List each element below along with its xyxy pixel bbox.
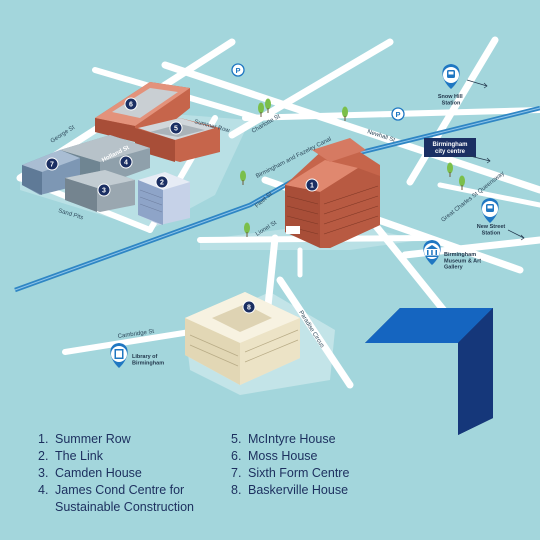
label-sand-pits: Sand Pits bbox=[57, 208, 83, 221]
road-charlotte-st bbox=[228, 38, 394, 139]
marker-8[interactable]: 8 bbox=[242, 300, 256, 314]
snow-hill-station-marker[interactable]: Snow Hill Station bbox=[438, 64, 464, 106]
road-east-2 bbox=[437, 182, 540, 208]
road-paradise-circus bbox=[276, 276, 354, 389]
svg-text:1: 1 bbox=[310, 183, 314, 190]
train-icon bbox=[447, 70, 455, 78]
snow-hill-label: Snow Hill bbox=[438, 94, 463, 100]
legend-item: 8. Baskerville House bbox=[231, 482, 421, 499]
legend-item: 4. James Cond Centre for Sustainable Cons… bbox=[38, 482, 228, 516]
road-snow-hill bbox=[406, 36, 499, 186]
svg-text:4: 4 bbox=[124, 160, 128, 167]
building-baskerville-house[interactable] bbox=[185, 292, 300, 385]
marker-5[interactable]: 5 bbox=[169, 121, 183, 135]
svg-text:Snow Hill Station: Snow Hill Station bbox=[438, 94, 464, 106]
museum-icon bbox=[426, 245, 438, 257]
marker-4[interactable]: 4 bbox=[119, 155, 133, 169]
legend-name: Camden House bbox=[55, 466, 142, 480]
brand-logo-shape bbox=[365, 308, 493, 435]
svg-text:P: P bbox=[395, 110, 400, 119]
tree-icon bbox=[342, 106, 348, 121]
building-mcintyre-house[interactable] bbox=[135, 118, 220, 162]
legend-num: 2. bbox=[38, 449, 49, 463]
svg-text:P: P bbox=[235, 66, 240, 75]
legend-column-2: 5. McIntyre House 6. Moss House 7. Sixth Fo… bbox=[231, 431, 421, 499]
legend-item: 1. Summer Row bbox=[38, 431, 228, 448]
svg-text:2: 2 bbox=[160, 180, 164, 187]
legend-name: The Link bbox=[55, 449, 103, 463]
svg-text:3: 3 bbox=[102, 188, 106, 195]
svg-text:5: 5 bbox=[174, 126, 178, 133]
legend-name: McIntyre House bbox=[248, 432, 336, 446]
marker-3[interactable]: 3 bbox=[97, 183, 111, 197]
sign-panel bbox=[286, 226, 300, 234]
legend-name: Summer Row bbox=[55, 432, 131, 446]
legend-name: Moss House bbox=[248, 449, 318, 463]
legend-num: 4. bbox=[38, 483, 49, 497]
marker-2[interactable]: 2 bbox=[155, 175, 169, 189]
train-icon bbox=[486, 204, 494, 212]
tree-icon bbox=[265, 98, 271, 113]
label-cambridge-st: Cambridge St bbox=[117, 329, 154, 340]
legend-name: James Cond Centre for Sustainable Constr… bbox=[55, 483, 194, 514]
legend-column-1: 1. Summer Row 2. The Link 3. Camden House 4… bbox=[38, 431, 228, 516]
svg-text:7: 7 bbox=[50, 162, 54, 169]
road-cambridge-st bbox=[62, 329, 193, 355]
legend-num: 3. bbox=[38, 466, 49, 480]
legend-item: 7. Sixth Form Centre bbox=[231, 465, 421, 482]
svg-text:8: 8 bbox=[247, 305, 251, 312]
legend-num: 8. bbox=[231, 483, 242, 497]
tree-icon bbox=[459, 175, 465, 190]
legend-item: 3. Camden House bbox=[38, 465, 228, 482]
tree-icon bbox=[240, 170, 246, 185]
legend-num: 1. bbox=[38, 432, 49, 446]
legend-num: 7. bbox=[231, 466, 242, 480]
building-markers: 1 2 3 4 5 6 7 8 bbox=[45, 97, 319, 314]
svg-text:6: 6 bbox=[129, 102, 133, 109]
legend-name: Baskerville House bbox=[248, 483, 349, 497]
marker-6[interactable]: 6 bbox=[124, 97, 138, 111]
legend-item: 6. Moss House bbox=[231, 448, 421, 465]
legend-num: 5. bbox=[231, 432, 242, 446]
legend-item: 5. McIntyre House bbox=[231, 431, 421, 448]
marker-7[interactable]: 7 bbox=[45, 157, 59, 171]
legend-num: 6. bbox=[231, 449, 242, 463]
tree-icon bbox=[244, 222, 250, 237]
tree-icon bbox=[447, 162, 453, 177]
tree-icon bbox=[258, 102, 264, 117]
parking-icon: P bbox=[231, 63, 245, 77]
trees bbox=[240, 98, 465, 237]
building-summer-row[interactable] bbox=[285, 138, 380, 248]
legend-item: 2. The Link bbox=[38, 448, 228, 465]
parking-icon: P bbox=[391, 107, 405, 121]
marker-1[interactable]: 1 bbox=[305, 178, 319, 192]
legend-name: Sixth Form Centre bbox=[248, 466, 350, 480]
road-newhall-st bbox=[161, 61, 540, 194]
library-icon bbox=[114, 349, 124, 359]
